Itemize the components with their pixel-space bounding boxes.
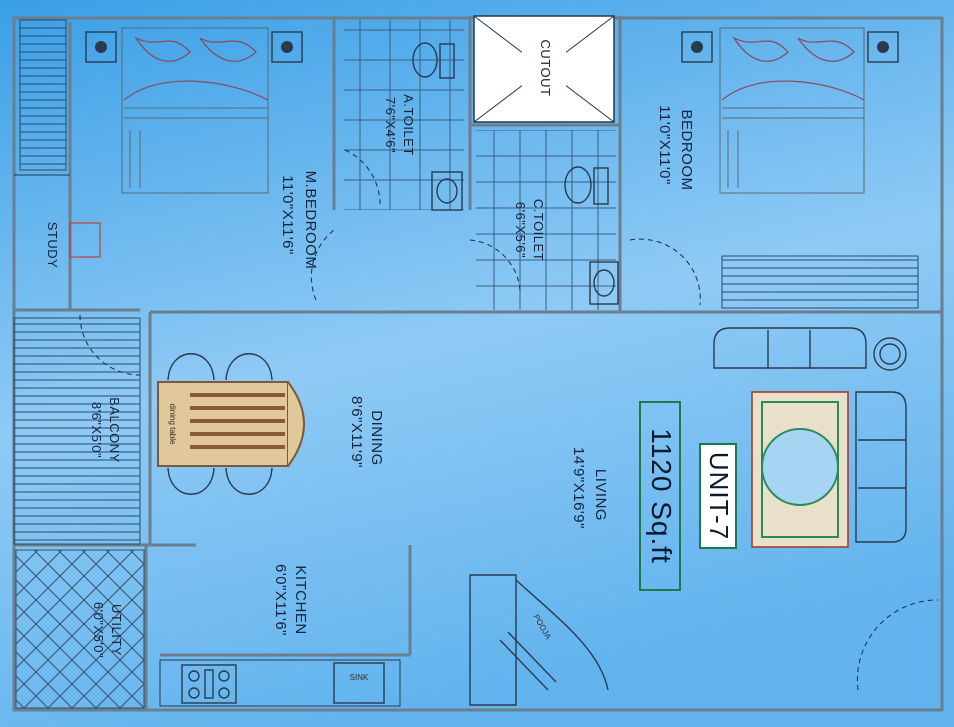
master-bedroom-size: 11'0"X11'6"	[279, 175, 296, 255]
a-toilet-size: 7'6"X4'6"	[383, 97, 398, 153]
study-cabinet	[19, 19, 67, 171]
c-toilet-size: 6'6"X5'6"	[513, 202, 528, 258]
unit-label: UNIT-7	[704, 452, 734, 540]
common-toilet: C.TOILET 6'6"X5'6"	[469, 130, 619, 310]
dining-table-note: dining table	[168, 404, 177, 445]
cutout-label: CUTOUT	[538, 40, 553, 97]
balcony: BALCONY 8'6"X5'0"	[13, 314, 141, 545]
sink-icon	[333, 662, 385, 704]
sofa-right	[855, 391, 907, 543]
sink-note: SINK	[350, 673, 369, 682]
kitchen: SINK KITCHEN 6'0"X11'6"	[159, 564, 401, 707]
master-bedroom: M.BEDROOM 11'0"X11'6"	[85, 27, 335, 301]
c-wc-icon	[564, 166, 592, 204]
lamp-b-right-icon	[877, 41, 889, 53]
bedroom-size: 11'0"X11'0"	[656, 105, 673, 185]
balcony-label: BALCONY	[107, 397, 122, 463]
area-badge: 1120 Sq.ft	[639, 401, 681, 591]
bedroom-wardrobe	[721, 255, 919, 309]
nightstand-left	[85, 31, 117, 63]
living-label: LIVING	[592, 469, 609, 521]
dining-size: 8'6"X11'9"	[348, 396, 365, 468]
lamp-right-icon	[281, 41, 293, 53]
kitchen-label: KITCHEN	[292, 565, 309, 634]
lamp-b-left-icon	[691, 41, 703, 53]
bedroom: BEDROOM 11'0"X11'0"	[629, 27, 919, 309]
stove-icon	[181, 664, 237, 704]
bedroom-bed	[719, 27, 865, 194]
master-bed	[121, 27, 269, 194]
study-room: STUDY	[19, 19, 101, 269]
attached-toilet: A.TOILET 7'6"X4'6"	[344, 20, 464, 211]
side-table-icon	[873, 337, 907, 371]
study-label: STUDY	[45, 222, 60, 269]
lamp-left-icon	[95, 41, 107, 53]
washbasin-icon	[431, 171, 463, 211]
kitchen-counter	[159, 659, 401, 707]
kitchen-size: 6'0"X11'6"	[272, 564, 289, 636]
c-toilet-label: C.TOILET	[531, 199, 546, 261]
living-size: 14'9"X16'9"	[570, 447, 587, 529]
wc-icon	[412, 42, 438, 78]
dining-label: DINING	[368, 410, 385, 466]
utility-label: UTILITY	[109, 604, 124, 656]
master-bedroom-label: M.BEDROOM	[302, 171, 319, 270]
area-label: 1120 Sq.ft	[646, 428, 677, 564]
utility-area: UTILITY 6'0"X5'0"	[15, 549, 145, 709]
unit-badge: UNIT-7	[699, 443, 737, 549]
coffee-table-icon	[761, 428, 839, 506]
living-room: LIVING 14'9"X16'9"	[570, 327, 939, 691]
dining-area: dining table DINING 8'6"X11'9"	[157, 353, 385, 495]
study-desk	[69, 222, 101, 258]
nightstand-b-right	[867, 31, 899, 63]
c-washbasin-icon	[589, 261, 619, 305]
nightstand-b-left	[681, 31, 713, 63]
bedroom-label: BEDROOM	[678, 109, 695, 190]
cutout-area: CUTOUT	[473, 15, 615, 123]
a-toilet-label: A.TOILET	[401, 94, 416, 156]
utility-size: 6'0"X5'0"	[91, 602, 106, 658]
sofa-top	[713, 327, 867, 369]
balcony-size: 8'6"X5'0"	[89, 402, 104, 458]
nightstand-right	[271, 31, 303, 63]
dining-chairs	[167, 353, 273, 495]
